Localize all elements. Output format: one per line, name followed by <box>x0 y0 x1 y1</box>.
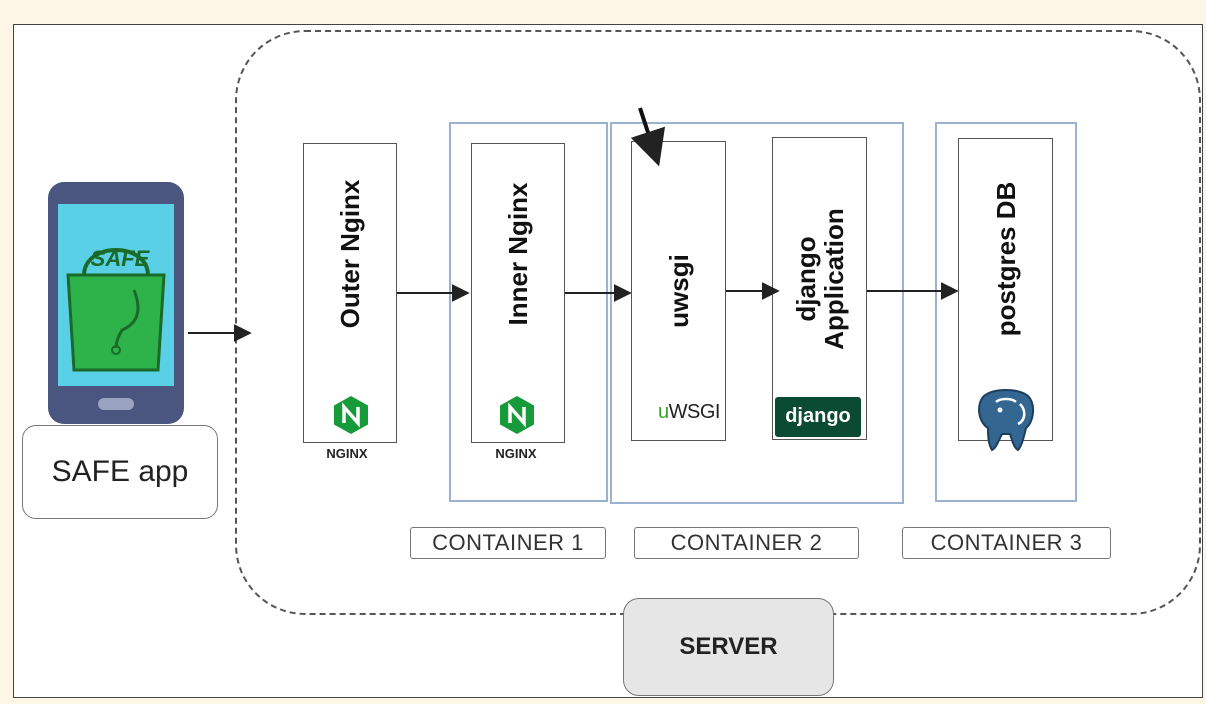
server-label: SERVER <box>623 598 834 696</box>
django-box: django Application <box>772 137 867 440</box>
phone-icon <box>48 182 184 424</box>
nginx-logo-text-2: NGINX <box>495 446 537 461</box>
container-1-box <box>449 122 608 502</box>
container-3-box <box>935 122 1077 502</box>
django-logo: django <box>775 397 861 437</box>
safe-logo-text: SAFE <box>90 246 150 271</box>
container-2-box <box>610 122 904 504</box>
postgres-elephant-icon <box>978 389 1034 452</box>
pointer-arrow <box>630 107 666 167</box>
nginx-logo-text-1: NGINX <box>326 446 368 461</box>
nginx-logo-icon-2 <box>500 396 534 434</box>
outer-nginx-box: Outer Nginx <box>303 143 397 443</box>
uwsgi-logo-prefix: u <box>658 401 669 423</box>
safe-app-label: SAFE app <box>22 425 218 519</box>
uwsgi-logo-text: WSGI <box>668 401 721 423</box>
inner-nginx-box: Inner Nginx <box>471 143 565 443</box>
container-1-label: CONTAINER 1 <box>410 527 606 559</box>
django-logo-text: django <box>785 405 851 427</box>
uwsgi-logo: uWSGI <box>658 401 720 424</box>
container-2-label: CONTAINER 2 <box>634 527 859 559</box>
nginx-logo-icon <box>334 396 368 434</box>
container-3-label: CONTAINER 3 <box>902 527 1111 559</box>
